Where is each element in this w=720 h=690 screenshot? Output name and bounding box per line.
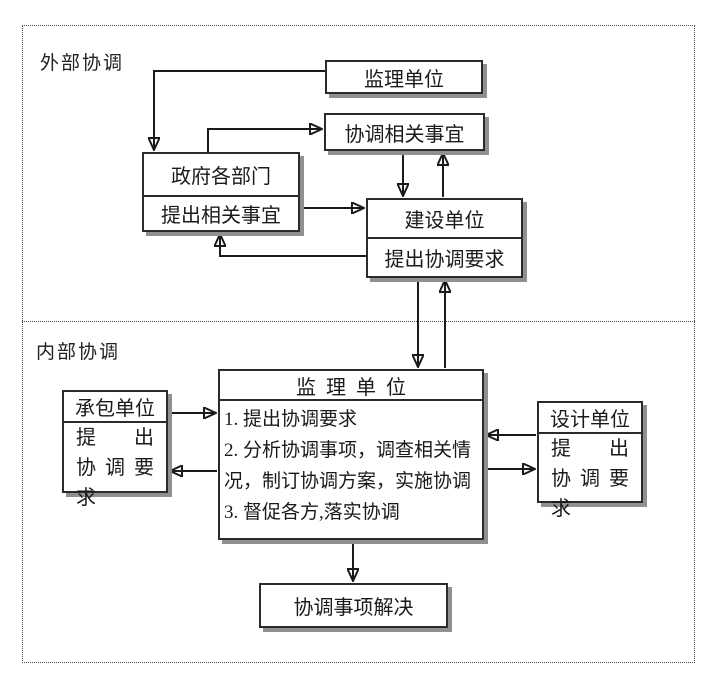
action-line-1: 提出 [76, 427, 154, 449]
node-title: 设计单位 [539, 403, 641, 434]
outer-frame [22, 25, 695, 663]
node-action-label: 提出 协调要求 [64, 423, 166, 513]
node-construction-unit: 建设单位 提出协调要求 [366, 198, 523, 278]
node-government-departments: 政府各部门 提出相关事宜 [142, 152, 300, 232]
node-title: 监理单位 [220, 371, 482, 401]
node-title: 承包单位 [64, 392, 166, 423]
task-line-2: 2. 分析协调事项，调查相关情 [224, 440, 472, 461]
node-action-label: 提出相关事宜 [161, 205, 281, 227]
node-title: 政府各部门 [144, 154, 298, 197]
task-line-3: 况，制订协调方案，实施协调 [224, 471, 472, 492]
task-line-4: 3. 督促各方,落实协调 [224, 502, 400, 523]
node-supervision-unit-internal: 监理单位 1. 提出协调要求 2. 分析协调事项，调查相关情 况，制订协调方案，… [218, 369, 484, 540]
node-supervision-unit-external: 监理单位 [325, 60, 483, 94]
node-coordination-resolved: 协调事项解决 [259, 583, 448, 628]
action-line-1: 提出 [551, 438, 629, 460]
node-title: 监理单位 [364, 68, 444, 91]
node-title: 建设单位 [368, 200, 521, 239]
node-coordinate-related-matters: 协调相关事宜 [324, 113, 485, 151]
node-title: 协调事项解决 [293, 597, 414, 619]
task-list: 1. 提出协调要求 2. 分析协调事项，调查相关情 况，制订协调方案，实施协调 … [220, 401, 482, 538]
external-section-label: 外部协调 [40, 53, 125, 74]
node-action-label: 提出 协调要求 [539, 434, 641, 524]
node-contractor-unit: 承包单位 提出 协调要求 [62, 390, 168, 509]
action-line-2: 协调要求 [551, 468, 629, 520]
internal-section-label: 内部协调 [36, 342, 121, 363]
section-divider [22, 321, 695, 322]
task-line-1: 1. 提出协调要求 [224, 409, 358, 430]
node-action-label: 提出协调要求 [384, 249, 505, 271]
node-title: 协调相关事宜 [344, 123, 465, 146]
action-line-2: 协调要求 [76, 457, 154, 509]
node-design-unit: 设计单位 提出 协调要求 [537, 401, 643, 520]
